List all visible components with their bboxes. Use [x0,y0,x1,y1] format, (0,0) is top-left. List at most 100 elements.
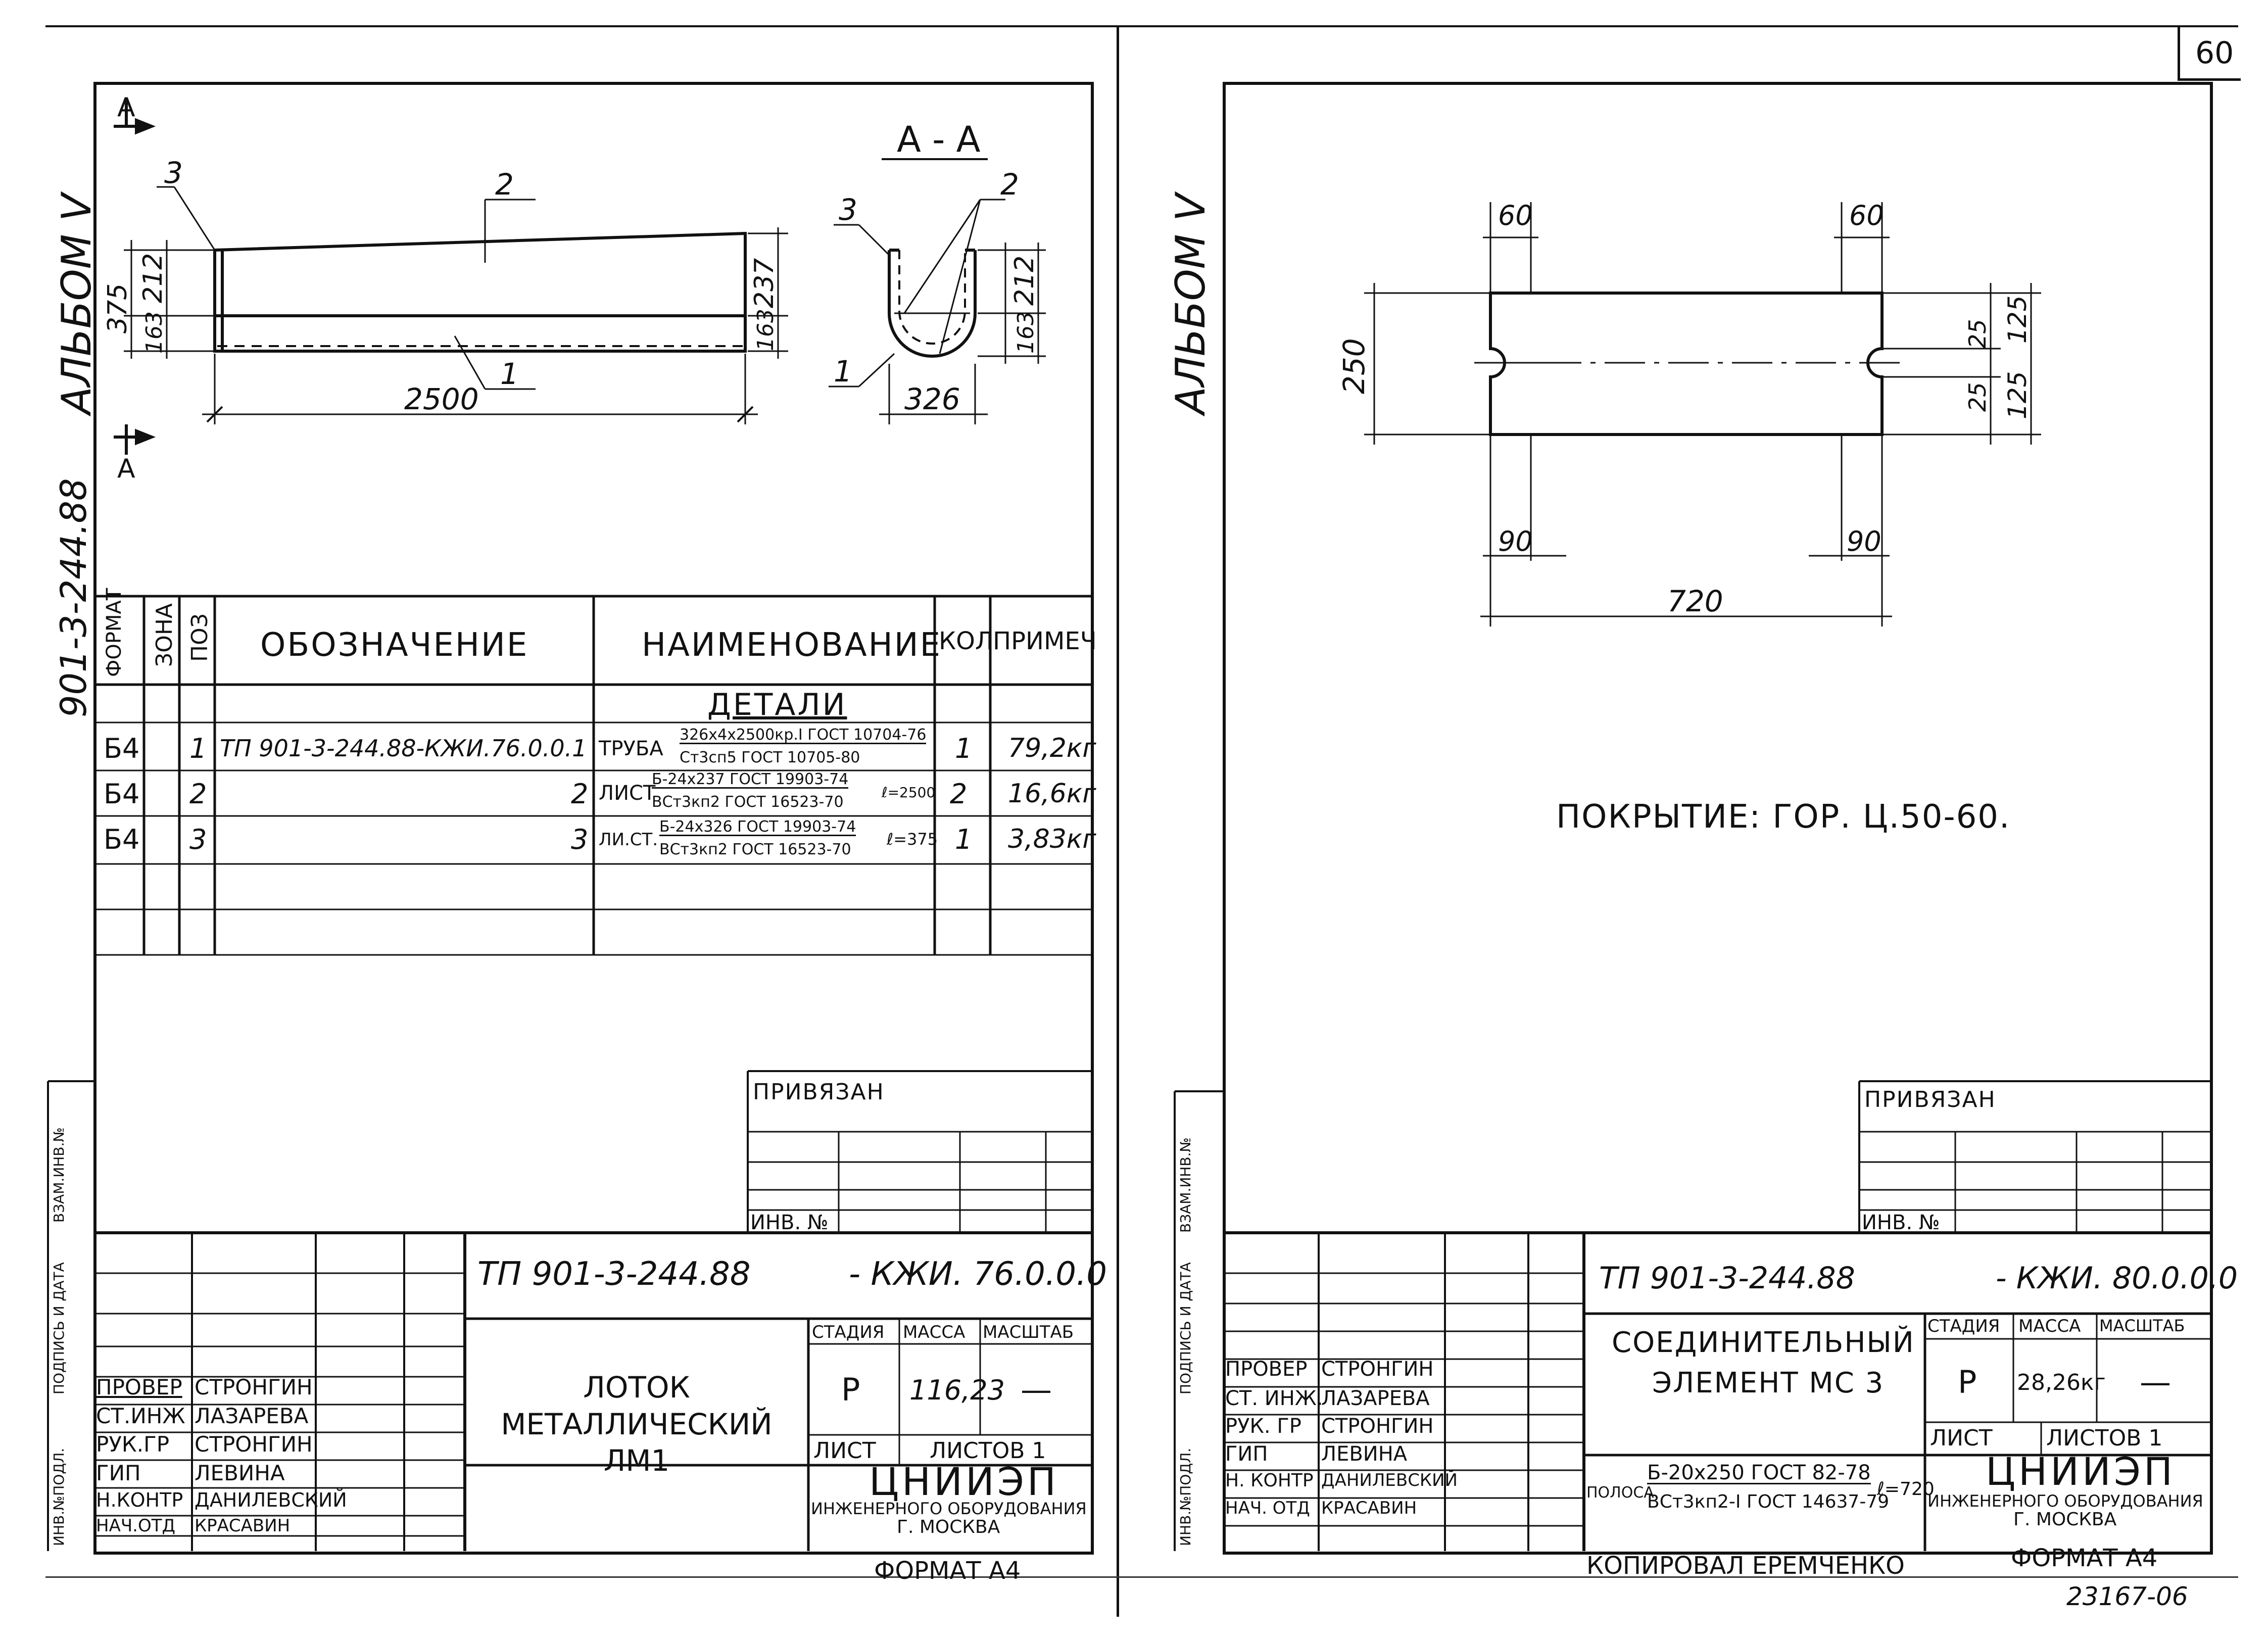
row-format: Б4 [104,824,140,855]
right-tb-list: ЛИСТ [1930,1425,1993,1451]
role-name: КРАСАВИН [195,1516,291,1536]
hdr-note: ПРИМЕЧ [993,627,1097,655]
right-inv: ИНВ. № [1862,1211,1940,1234]
right-tb-masshtab: — [2140,1364,2171,1401]
left-tb-format: ФОРМАТ А4 [874,1557,1021,1585]
hdr-format: ФОРМАТ [103,588,126,677]
hdr-pos: ПОЗ [187,613,213,662]
hdr-name: НАИМЕНОВАНИЕ [642,626,942,664]
row-designation: 2 [571,778,589,810]
row-suffix: ℓ=2500 [882,784,936,801]
spec-section-title: ДЕТАЛИ [707,687,847,722]
row-name-top: Б-24х237 ГОСТ 19903-74 [652,770,849,789]
role-label: СТ. ИНЖ. [1225,1387,1323,1410]
left-tb-stadia: Р [841,1371,860,1408]
role-name: ЛЕВИНА [195,1461,285,1485]
right-tb-material-bot: ВСт3кп2-I ГОСТ 14637-79 [1647,1491,1890,1512]
center-divider [1117,25,1119,1617]
left-tb-masshtab-label: МАСШТАБ [983,1322,1074,1342]
role-label: ГИП [96,1461,141,1485]
row-format: Б4 [104,778,140,810]
page-number-box [2178,25,2241,81]
right-tb-name-1: СОЕДИНИТЕЛЬНЫЙ [1612,1326,1915,1359]
hdr-designation: ОБОЗНАЧЕНИЕ [260,626,529,664]
left-side-label-b: ПОДПИСЬ И ДАТА [51,1262,67,1394]
role-name: ЛЕВИНА [1321,1442,1408,1466]
right-tb-material-prefix: ПОЛОСА [1586,1484,1654,1502]
role-label: НАЧ. ОТД [1225,1498,1310,1518]
row-note: 79,2кг [1008,733,1096,763]
bottom-border-line [45,1576,2238,1578]
role-name: СТРОНГИН [195,1375,313,1399]
row-pos: 1 [189,733,207,764]
row-qty: 2 [950,778,968,810]
role-label: Н.КОНТР [96,1489,183,1511]
row-name: ЛИ.СТ. [599,830,658,850]
right-tb-stadia-label: СТАДИЯ [1927,1316,2000,1336]
right-tb-org: ЦНИИЭП [1986,1449,2176,1494]
role-label: РУК.ГР [96,1432,170,1457]
right-tb-masshtab-label: МАСШТАБ [2099,1316,2185,1335]
hdr-qty: КОЛ [939,627,993,655]
role-name: СТРОНГИН [195,1432,313,1457]
right-sheet-frame [1223,82,2213,1555]
left-inv: ИНВ. № [750,1211,829,1234]
role-name: СТРОНГИН [1321,1358,1434,1381]
right-tb-massa-label: МАССА [2018,1316,2081,1336]
left-privyazan: ПРИВЯЗАН [753,1079,885,1105]
right-tb-format: ФОРМАТ А4 [2011,1544,2158,1572]
role-label: ПРОВЕР [1225,1358,1308,1381]
row-note: 3,83кг [1008,824,1096,854]
left-tb-massa-label: МАССА [903,1322,966,1342]
right-privyazan: ПРИВЯЗАН [1864,1087,1996,1113]
archive-number: 23167-06 [2066,1582,2188,1611]
left-side-label-c: ВЗАМ.ИНВ.№ [51,1127,67,1223]
role-label: НАЧ.ОТД [96,1516,176,1536]
role-name: СТРОНГИН [1321,1415,1434,1438]
role-label: СТ.ИНЖ [96,1404,185,1428]
role-name: ЛАЗАРЕВА [195,1404,309,1428]
right-tb-org-city: Г. МОСКВА [2013,1509,2117,1530]
role-label: РУК. ГР [1225,1415,1301,1438]
left-tb-name: ЛОТОК МЕТАЛЛИЧЕСКИЙ ЛМ1 [501,1370,773,1478]
right-tb-code: ТП 901-3-244.88 [1599,1261,1855,1296]
right-tb-name-2: ЭЛЕМЕНТ МС 3 [1652,1367,1885,1399]
hdr-zone: ЗОНА [152,603,177,667]
row-name-top: 326х4х2500кр.I ГОСТ 10704-76 [680,726,927,744]
left-tb-list: ЛИСТ [813,1438,876,1464]
role-name: ЛАЗАРЕВА [1321,1387,1430,1410]
right-side-label-a: ИНВ.№ПОДЛ. [1177,1447,1194,1546]
right-album-label: АЛЬБОМ V [1167,194,1214,414]
right-tb-org-sub: ИНЖЕНЕРНОГО ОБОРУДОВАНИЯ [1927,1491,2203,1511]
row-name: ТРУБА [599,737,663,760]
right-tb-code-suffix: - КЖИ. 80.0.0.0 [1996,1261,2238,1296]
row-name: ЛИСТ [599,782,656,805]
left-tb-org-sub: ИНЖЕНЕРНОГО ОБОРУДОВАНИЯ [811,1499,1087,1518]
left-tb-listov: ЛИСТОВ 1 [930,1438,1046,1464]
row-qty: 1 [955,824,973,855]
row-pos: 3 [189,824,207,855]
row-suffix: ℓ=375 [887,830,938,849]
left-tb-code: ТП 901-3-244.88 [477,1256,751,1293]
coating-note: ПОКРЫТИЕ: ГОР. Ц.50-60. [1556,798,2011,836]
left-tb-massa: 116,23 [909,1374,1005,1406]
right-tb-material-top: Б-20х250 ГОСТ 82-78 [1647,1461,1871,1484]
row-qty: 1 [955,733,973,764]
row-format: Б4 [104,733,140,764]
row-pos: 2 [189,778,207,810]
left-sheet-frame [93,82,1094,1555]
role-name: ДАНИЛЕВСКИЙ [195,1489,347,1511]
left-tb-org-city: Г. МОСКВА [897,1517,1000,1537]
left-tb-masshtab: — [1021,1371,1052,1408]
right-tb-stadia: Р [1958,1364,1977,1401]
row-name-bot: ВСт3кп2 ГОСТ 16523-70 [652,793,844,811]
row-name-bot: ВСт3кп2 ГОСТ 16523-70 [659,841,851,858]
right-tb-listov: ЛИСТОВ 1 [2046,1425,2163,1451]
left-album-label: АЛЬБОМ V [53,194,100,414]
role-label: ПРОВЕР [96,1375,182,1399]
row-designation: 3 [571,824,589,855]
row-name-top: Б-24х326 ГОСТ 19903-74 [659,818,856,836]
left-tb-stadia-label: СТАДИЯ [812,1322,885,1342]
role-name: КРАСАВИН [1321,1498,1417,1518]
right-tb-material-len: ℓ=720 [1877,1479,1935,1500]
